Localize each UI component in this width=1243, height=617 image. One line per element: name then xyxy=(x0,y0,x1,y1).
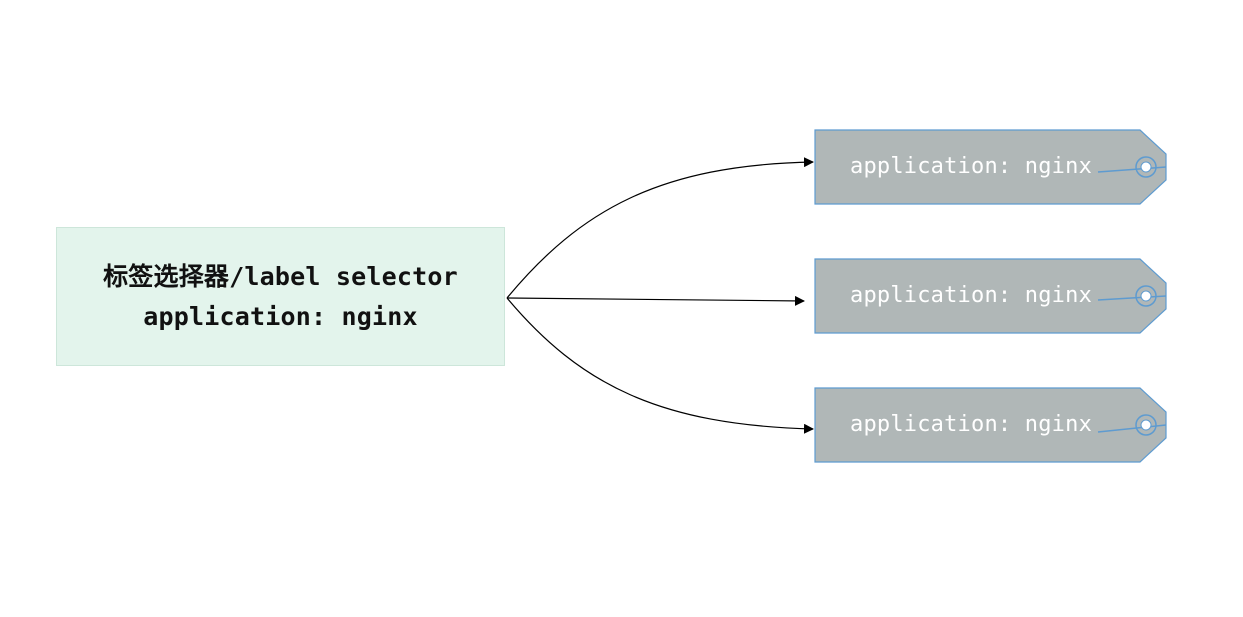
selector-title: 标签选择器/label selector xyxy=(103,261,458,291)
tag-hole-icon xyxy=(1097,414,1167,436)
tag-label-3: application: nginx xyxy=(850,412,1093,437)
arrow-to-tag-1 xyxy=(506,157,814,299)
pod-tag-1 xyxy=(814,129,1167,205)
pod-tag-3 xyxy=(814,387,1167,463)
selector-expression: application: nginx xyxy=(143,301,418,331)
tag-label-2: application: nginx xyxy=(850,283,1093,308)
label-selector-box: 标签选择器/label selector application: nginx xyxy=(56,227,505,366)
pod-tag-2 xyxy=(814,258,1167,334)
tag-hole-icon xyxy=(1097,285,1167,307)
tag-label-1: application: nginx xyxy=(850,154,1093,179)
tag-hole-icon xyxy=(1097,156,1167,178)
arrow-to-tag-2 xyxy=(506,295,805,306)
arrow-to-tag-3 xyxy=(506,297,814,434)
